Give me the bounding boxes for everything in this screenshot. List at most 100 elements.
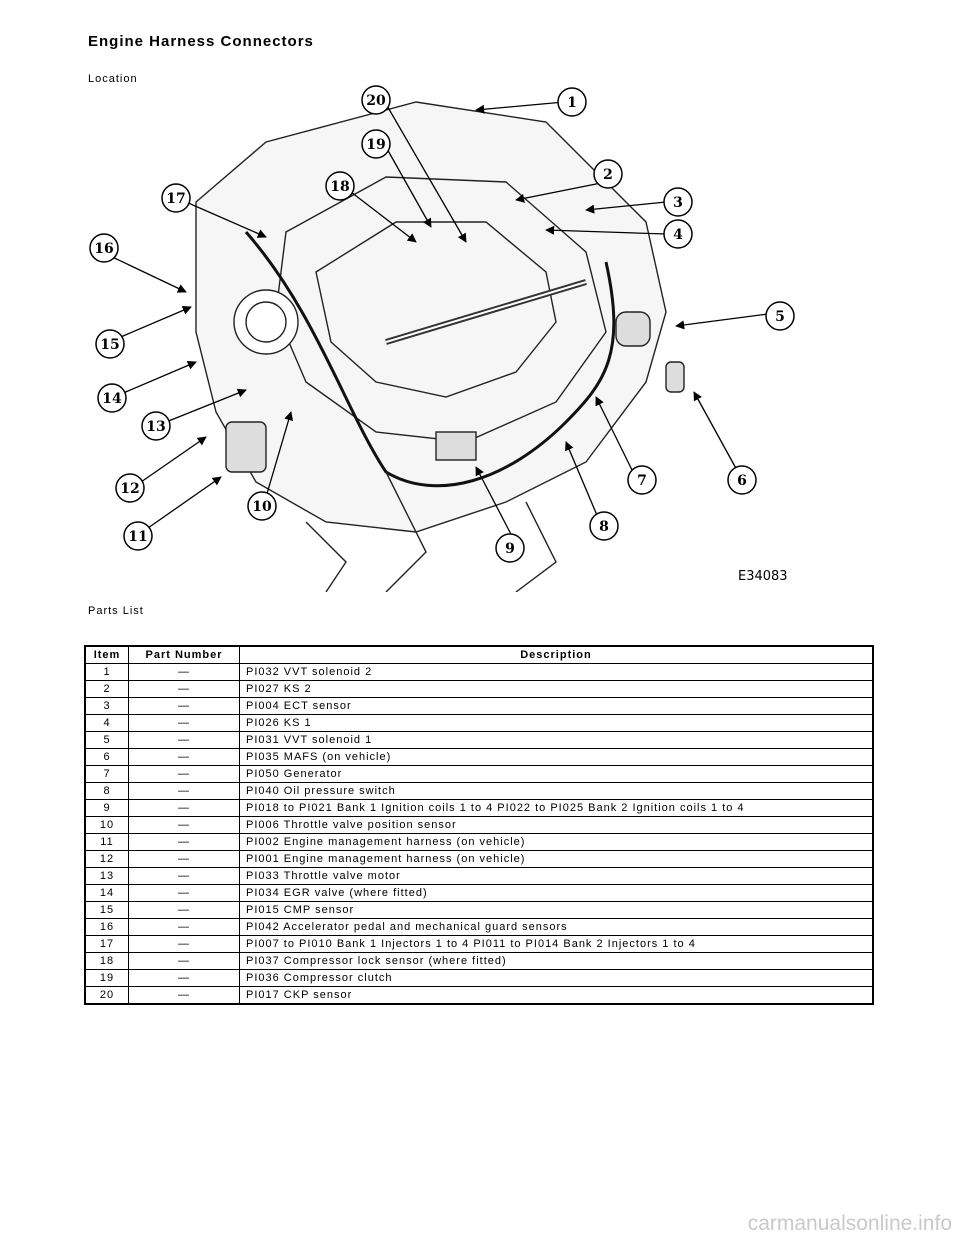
cell-description: PI035 MAFS (on vehicle) bbox=[239, 748, 874, 766]
table-row: 16—PI042 Accelerator pedal and mechanica… bbox=[84, 918, 874, 936]
cell-part-number: — bbox=[128, 697, 240, 715]
callout-number: 11 bbox=[128, 529, 147, 545]
callout-19: 19 bbox=[361, 129, 391, 159]
cell-part-number: — bbox=[128, 918, 240, 936]
cell-part-number: — bbox=[128, 731, 240, 749]
callout-number: 16 bbox=[94, 241, 113, 257]
cell-part-number: — bbox=[128, 833, 240, 851]
cell-part-number: — bbox=[128, 884, 240, 902]
page-title: Engine Harness Connectors bbox=[88, 33, 314, 50]
table-row: 2—PI027 KS 2 bbox=[84, 680, 874, 698]
callout-number: 19 bbox=[366, 137, 385, 153]
callout-number: 9 bbox=[505, 541, 515, 557]
callout-number: 12 bbox=[120, 481, 139, 497]
cell-description: PI007 to PI010 Bank 1 Injectors 1 to 4 P… bbox=[239, 935, 874, 953]
table-row: 10—PI006 Throttle valve position sensor bbox=[84, 816, 874, 834]
callout-7: 7 bbox=[627, 465, 657, 495]
cell-description: PI042 Accelerator pedal and mechanical g… bbox=[239, 918, 874, 936]
callout-13: 13 bbox=[141, 411, 171, 441]
cell-item: 8 bbox=[84, 782, 129, 800]
cell-description: PI018 to PI021 Bank 1 Ignition coils 1 t… bbox=[239, 799, 874, 817]
callout-8: 8 bbox=[589, 511, 619, 541]
callout-number: 5 bbox=[775, 309, 785, 325]
cell-description: PI006 Throttle valve position sensor bbox=[239, 816, 874, 834]
table-row: 11—PI002 Engine management harness (on v… bbox=[84, 833, 874, 851]
cell-description: PI034 EGR valve (where fitted) bbox=[239, 884, 874, 902]
callout-10: 10 bbox=[247, 491, 277, 521]
cell-part-number: — bbox=[128, 748, 240, 766]
cell-description: PI040 Oil pressure switch bbox=[239, 782, 874, 800]
callout-number: 14 bbox=[102, 391, 122, 407]
cell-part-number: — bbox=[128, 867, 240, 885]
cell-part-number: — bbox=[128, 901, 240, 919]
callout-number: 8 bbox=[599, 519, 609, 535]
cell-item: 1 bbox=[84, 663, 129, 681]
watermark: carmanualsonline.info bbox=[747, 1212, 952, 1235]
table-row: 15—PI015 CMP sensor bbox=[84, 901, 874, 919]
col-header-description: Description bbox=[239, 645, 874, 664]
callout-number: 2 bbox=[603, 167, 613, 183]
callout-number: 4 bbox=[673, 227, 683, 243]
cell-item: 14 bbox=[84, 884, 129, 902]
table-row: 8—PI040 Oil pressure switch bbox=[84, 782, 874, 800]
table-row: 6—PI035 MAFS (on vehicle) bbox=[84, 748, 874, 766]
cell-description: PI031 VVT solenoid 1 bbox=[239, 731, 874, 749]
cell-part-number: — bbox=[128, 799, 240, 817]
table-row: 7—PI050 Generator bbox=[84, 765, 874, 783]
cell-item: 4 bbox=[84, 714, 129, 732]
col-header-part-number: Part Number bbox=[128, 645, 240, 664]
callout-number: 10 bbox=[252, 499, 272, 515]
table-row: 14—PI034 EGR valve (where fitted) bbox=[84, 884, 874, 902]
cell-part-number: — bbox=[128, 816, 240, 834]
callout-17: 17 bbox=[161, 183, 191, 213]
callout-number: 17 bbox=[166, 191, 185, 207]
cell-part-number: — bbox=[128, 952, 240, 970]
callout-1: 1 bbox=[557, 87, 587, 117]
callout-14: 14 bbox=[97, 383, 127, 413]
cell-description: PI002 Engine management harness (on vehi… bbox=[239, 833, 874, 851]
cell-item: 16 bbox=[84, 918, 129, 936]
cell-description: PI050 Generator bbox=[239, 765, 874, 783]
cell-part-number: — bbox=[128, 680, 240, 698]
callout-number: 13 bbox=[146, 419, 165, 435]
cell-description: PI027 KS 2 bbox=[239, 680, 874, 698]
cell-description: PI037 Compressor lock sensor (where fitt… bbox=[239, 952, 874, 970]
callout-11: 11 bbox=[123, 521, 153, 551]
cell-part-number: — bbox=[128, 663, 240, 681]
callout-number: 7 bbox=[637, 473, 647, 489]
table-row: 13—PI033 Throttle valve motor bbox=[84, 867, 874, 885]
cell-part-number: — bbox=[128, 986, 240, 1005]
table-row: 19—PI036 Compressor clutch bbox=[84, 969, 874, 987]
table-row: 17—PI007 to PI010 Bank 1 Injectors 1 to … bbox=[84, 935, 874, 953]
cell-description: PI026 KS 1 bbox=[239, 714, 874, 732]
parts-table: Item Part Number Description 1—PI032 VVT… bbox=[84, 645, 874, 1005]
cell-item: 7 bbox=[84, 765, 129, 783]
cell-part-number: — bbox=[128, 850, 240, 868]
callout-number: 1 bbox=[567, 95, 577, 111]
cell-item: 2 bbox=[84, 680, 129, 698]
callout-5: 5 bbox=[765, 301, 795, 331]
cell-part-number: — bbox=[128, 935, 240, 953]
table-row: 12—PI001 Engine management harness (on v… bbox=[84, 850, 874, 868]
callout-4: 4 bbox=[663, 219, 693, 249]
table-row: 20—PI017 CKP sensor bbox=[84, 986, 874, 1005]
table-row: 3—PI004 ECT sensor bbox=[84, 697, 874, 715]
col-header-item: Item bbox=[84, 645, 129, 664]
callout-12: 12 bbox=[115, 473, 145, 503]
cell-description: PI032 VVT solenoid 2 bbox=[239, 663, 874, 681]
cell-description: PI017 CKP sensor bbox=[239, 986, 874, 1005]
callout-2: 2 bbox=[593, 159, 623, 189]
callout-9: 9 bbox=[495, 533, 525, 563]
cell-item: 5 bbox=[84, 731, 129, 749]
cell-item: 6 bbox=[84, 748, 129, 766]
cell-part-number: — bbox=[128, 969, 240, 987]
cell-item: 19 bbox=[84, 969, 129, 987]
table-row: 1—PI032 VVT solenoid 2 bbox=[84, 663, 874, 681]
callout-20: 20 bbox=[361, 85, 391, 115]
callout-16: 16 bbox=[89, 233, 119, 263]
cell-part-number: — bbox=[128, 714, 240, 732]
cell-item: 18 bbox=[84, 952, 129, 970]
cell-item: 17 bbox=[84, 935, 129, 953]
cell-item: 3 bbox=[84, 697, 129, 715]
